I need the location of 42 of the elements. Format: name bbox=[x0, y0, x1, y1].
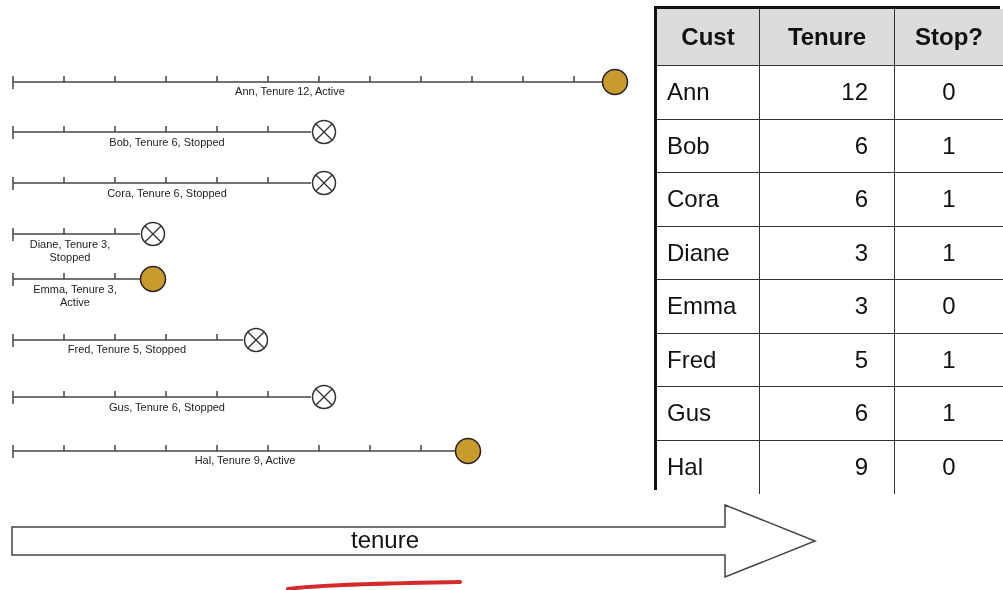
table-cell: 6 bbox=[760, 387, 895, 441]
timeline-label: Cora, Tenure 6, Stopped bbox=[106, 187, 228, 200]
table-cell: 5 bbox=[760, 333, 895, 387]
timeline-label: Gus, Tenure 6, Stopped bbox=[108, 401, 226, 414]
table-cell: Hal bbox=[657, 440, 760, 494]
table-cell: Gus bbox=[657, 387, 760, 441]
tenure-timeline bbox=[11, 169, 338, 197]
tenure-timeline bbox=[11, 437, 482, 465]
table-cell: 1 bbox=[895, 387, 1003, 441]
tenure-timeline bbox=[11, 68, 629, 96]
timeline-label: Hal, Tenure 9, Active bbox=[193, 454, 297, 467]
table-cell: 1 bbox=[895, 119, 1003, 173]
tenure-timeline bbox=[11, 326, 270, 354]
table-cell: 1 bbox=[895, 173, 1003, 227]
tenure-timeline bbox=[11, 118, 338, 146]
table-cell: 6 bbox=[760, 119, 895, 173]
header-cell: Stop? bbox=[895, 9, 1003, 66]
table-cell: 9 bbox=[760, 440, 895, 494]
table-cell: 3 bbox=[760, 280, 895, 334]
table-cell: Ann bbox=[657, 66, 760, 120]
table-cell: 12 bbox=[760, 66, 895, 120]
table-cell: Fred bbox=[657, 333, 760, 387]
table-cell: Diane bbox=[657, 226, 760, 280]
block-arrow bbox=[11, 504, 817, 578]
table-cell: 0 bbox=[895, 280, 1003, 334]
timeline-label: Emma, Tenure 3, Active bbox=[32, 283, 118, 309]
table-cell: 0 bbox=[895, 66, 1003, 120]
table-cell: 1 bbox=[895, 333, 1003, 387]
tenure-timeline bbox=[11, 383, 338, 411]
timeline-label: Bob, Tenure 6, Stopped bbox=[108, 136, 226, 149]
timeline-label: Diane, Tenure 3, Stopped bbox=[28, 238, 112, 264]
table-cell: 3 bbox=[760, 226, 895, 280]
table-cell: 6 bbox=[760, 173, 895, 227]
table-cell: Bob bbox=[657, 119, 760, 173]
table-cell: Cora bbox=[657, 173, 760, 227]
header-cell: Cust bbox=[657, 9, 760, 66]
timeline-label: Fred, Tenure 5, Stopped bbox=[66, 343, 188, 356]
table-cell: 1 bbox=[895, 226, 1003, 280]
timeline-label: Ann, Tenure 12, Active bbox=[234, 85, 346, 98]
table-cell: Emma bbox=[657, 280, 760, 334]
header-cell: Tenure bbox=[760, 9, 895, 66]
arrow-label: tenure bbox=[351, 526, 420, 554]
